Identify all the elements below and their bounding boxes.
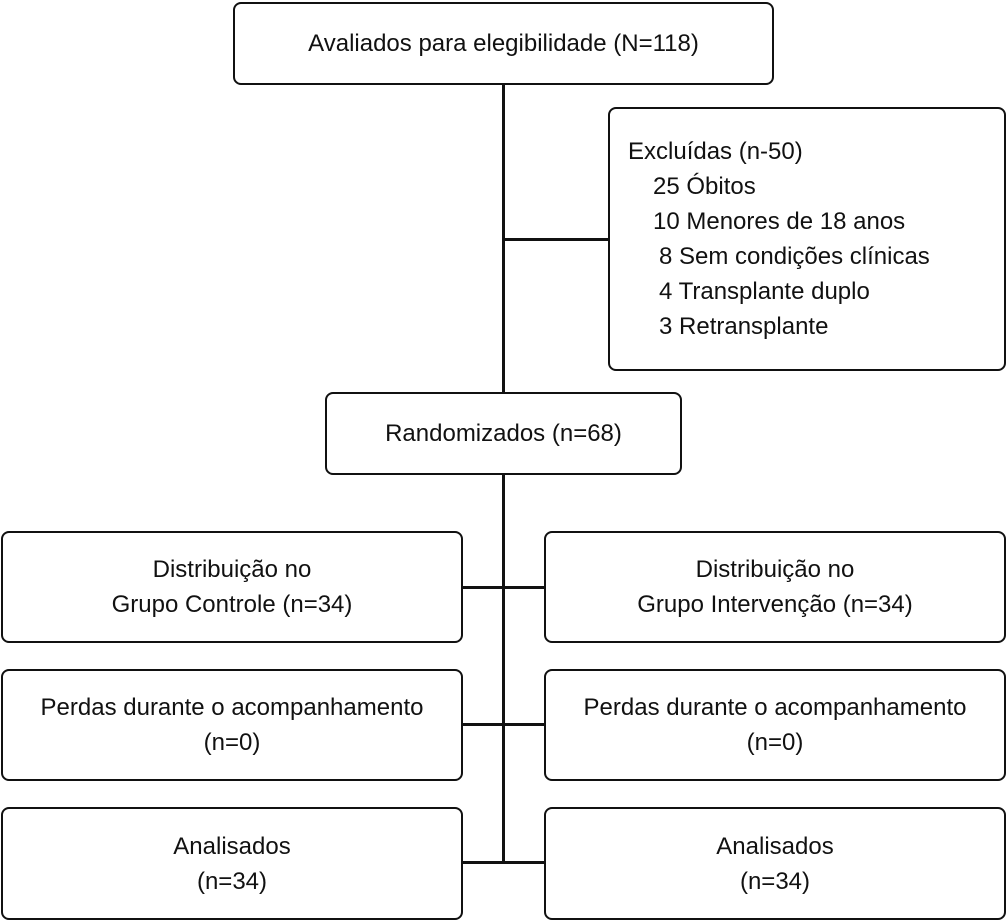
- control-analyzed-line2: (n=34): [196, 867, 268, 895]
- intervention-losses-box: Perdas durante o acompanhamento (n=0): [544, 669, 1006, 781]
- intervention-allocation-line2: Grupo Intervenção (n=34): [637, 591, 913, 618]
- intervention-analyzed-line1: Analisados: [716, 832, 834, 860]
- excluded-item: 10 Menores de 18 anos: [653, 208, 906, 235]
- control-allocation-box: Distribuição no Grupo Controle (n=34): [1, 531, 463, 643]
- control-losses-line1: Perdas durante o acompanhamento: [40, 694, 424, 721]
- intervention-losses-line1: Perdas durante o acompanhamento: [583, 694, 967, 721]
- excluded-item: 4 Transplante duplo: [659, 278, 870, 305]
- eligibility-label: Avaliados para elegibilidade (N=118): [308, 30, 699, 57]
- connector-main-bottom: [502, 474, 505, 864]
- intervention-analyzed-line2: (n=34): [739, 867, 811, 895]
- control-losses-box: Perdas durante o acompanhamento (n=0): [1, 669, 463, 781]
- excluded-item: 8 Sem condições clínicas: [659, 243, 930, 270]
- control-analyzed-box: Analisados (n=34): [1, 807, 463, 920]
- intervention-analyzed-box: Analisados (n=34): [544, 807, 1006, 920]
- eligibility-box: Avaliados para elegibilidade (N=118): [233, 2, 774, 85]
- excluded-title: Excluídas (n-50): [628, 138, 803, 165]
- excluded-item: 3 Retransplante: [659, 313, 829, 340]
- intervention-allocation-line1: Distribuição no: [695, 556, 855, 583]
- intervention-allocation-box: Distribuição no Grupo Intervenção (n=34): [544, 531, 1006, 643]
- control-allocation-line1: Distribuição no: [152, 556, 312, 583]
- randomized-box: Randomizados (n=68): [325, 392, 682, 475]
- control-allocation-line2: Grupo Controle (n=34): [111, 591, 353, 618]
- intervention-losses-line2: (n=0): [746, 729, 804, 756]
- control-analyzed-line1: Analisados: [173, 832, 291, 860]
- control-losses-line2: (n=0): [203, 729, 261, 756]
- excluded-box: Excluídas (n-50) 25 Óbitos 10 Menores de…: [608, 107, 1006, 371]
- randomized-label: Randomizados (n=68): [385, 420, 622, 447]
- connector-excluded: [502, 238, 610, 241]
- connector-analyzed: [462, 861, 546, 864]
- connector-losses: [462, 723, 546, 726]
- connector-allocation: [462, 586, 546, 589]
- excluded-item: 25 Óbitos: [653, 173, 756, 200]
